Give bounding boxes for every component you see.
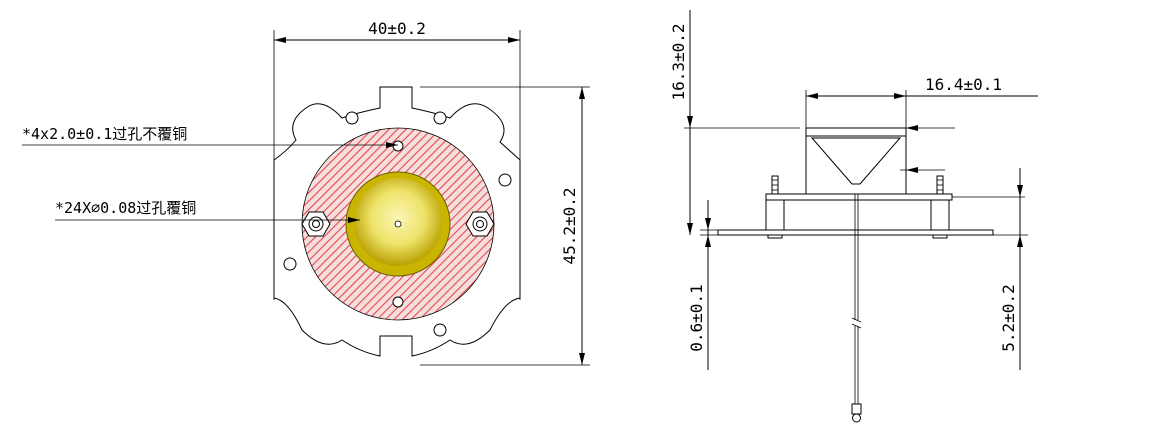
hex-standoff-left [301,211,331,237]
mounting-hole [433,111,447,125]
top-width-dimension: 16.4±0.1 [805,75,1038,128]
top-width-label: 16.4±0.1 [925,75,1002,94]
front-view: 40±0.2 [22,19,590,366]
standoff-left [765,175,785,239]
board-thickness-dimension: 0.6±0.1 [687,200,720,370]
led-center-dot [394,220,402,228]
board-thickness-label: 0.6±0.1 [687,284,706,351]
via-hole [392,140,404,152]
reflector-housing [805,125,955,195]
upper-board [765,193,953,201]
height-dimension-label: 45.2±0.2 [560,187,579,264]
hex-standoff-right [465,211,495,237]
side-view: 16.3±0.2 16.4±0.1 [669,10,1038,423]
height-dimension: 45.2±0.2 [420,86,590,366]
mounting-hole [283,257,297,271]
note-plated-vias-label: *24X∅0.08过孔覆铜 [55,199,196,217]
note-unplated-vias-label: *4x2.0±0.1过孔不覆铜 [22,125,187,143]
total-height-label: 16.3±0.2 [669,23,688,100]
standoff-height-label: 5.2±0.2 [999,284,1018,351]
note-unplated-vias: *4x2.0±0.1过孔不覆铜 [22,125,398,148]
standoff-height-dimension: 5.2±0.2 [993,168,1028,370]
cable [851,194,862,423]
width-dimension-label: 40±0.2 [368,19,426,38]
mounting-hole [498,173,512,187]
via-hole [392,296,404,308]
mounting-hole [433,323,447,337]
lower-board [717,229,994,236]
note-plated-vias: *24X∅0.08过孔覆铜 [55,199,360,223]
total-height-dimension: 16.3±0.2 [669,10,800,235]
standoff-right [930,175,950,239]
mounting-hole [345,111,359,125]
